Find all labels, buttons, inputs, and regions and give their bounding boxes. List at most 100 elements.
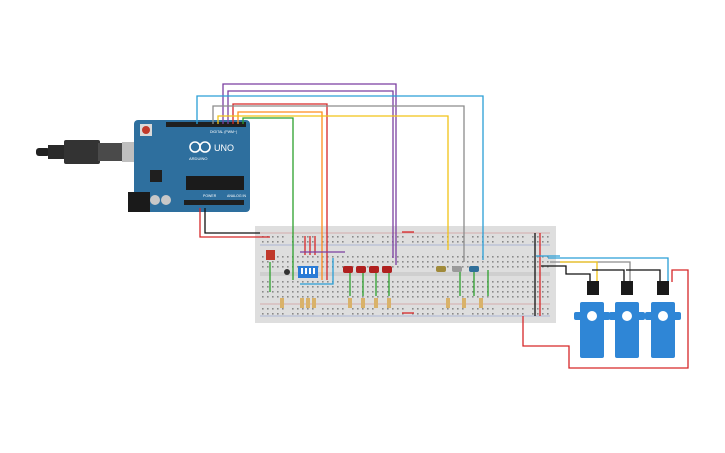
breadboard-hole <box>342 286 344 288</box>
breadboard-hole <box>327 256 329 258</box>
pushbutton-cap[interactable] <box>284 269 290 275</box>
breadboard-hole <box>282 313 284 315</box>
breadboard-hole <box>532 261 534 263</box>
breadboard-hole <box>407 266 409 268</box>
breadboard-hole <box>332 291 334 293</box>
breadboard-hole <box>527 281 529 283</box>
dip-switch-toggle[interactable] <box>301 268 303 274</box>
breadboard-hole <box>472 308 474 310</box>
servo-wire-yellow-1 <box>560 261 598 282</box>
breadboard-hole <box>307 308 309 310</box>
breadboard-hole <box>547 281 549 283</box>
arduino-uno-board[interactable]: UNO ARDUINO DIGITAL (PWM~) POWER ANALOG … <box>128 120 250 212</box>
breadboard-hole <box>387 291 389 293</box>
breadboard-hole <box>342 241 344 243</box>
servo-3 <box>645 281 681 358</box>
breadboard-hole <box>332 296 334 298</box>
breadboard-hole <box>412 286 414 288</box>
breadboard-hole <box>327 291 329 293</box>
led-gray <box>452 266 462 272</box>
breadboard-hole <box>457 313 459 315</box>
breadboard-hole <box>427 241 429 243</box>
breadboard-hole <box>452 241 454 243</box>
breadboard-hole <box>512 281 514 283</box>
breadboard-hole <box>307 286 309 288</box>
breadboard-hole <box>292 286 294 288</box>
breadboard-hole <box>452 256 454 258</box>
breadboard-hole <box>292 281 294 283</box>
dip-switch-toggle[interactable] <box>305 268 307 274</box>
usb-cable-end <box>36 148 50 156</box>
breadboard-hole <box>482 291 484 293</box>
dip-switch[interactable] <box>298 266 318 278</box>
breadboard-hole <box>477 281 479 283</box>
breadboard-hole <box>452 308 454 310</box>
breadboard-hole <box>382 281 384 283</box>
breadboard-hole <box>282 236 284 238</box>
breadboard-hole <box>437 256 439 258</box>
breadboard-hole <box>352 236 354 238</box>
breadboard-hole <box>392 296 394 298</box>
breadboard-hole <box>492 313 494 315</box>
breadboard-hole <box>417 281 419 283</box>
breadboard-hole <box>542 308 544 310</box>
usb-plug-collar <box>98 143 122 161</box>
wire-5v-red <box>199 208 270 238</box>
breadboard-hole <box>517 286 519 288</box>
breadboard-hole <box>322 281 324 283</box>
resistor <box>312 298 316 308</box>
breadboard-hole <box>472 256 474 258</box>
breadboard-hole <box>267 291 269 293</box>
wires <box>196 83 484 285</box>
breadboard-hole <box>507 256 509 258</box>
breadboard-hole <box>487 236 489 238</box>
breadboard-hole <box>507 281 509 283</box>
led-yellow <box>436 266 446 272</box>
breadboard-hole <box>287 296 289 298</box>
breadboard-hole <box>512 256 514 258</box>
breadboard-hole <box>302 281 304 283</box>
breadboard <box>255 226 556 323</box>
breadboard-hole <box>462 236 464 238</box>
breadboard-hole <box>517 313 519 315</box>
breadboard-hole <box>512 236 514 238</box>
breadboard-hole <box>467 266 469 268</box>
breadboard-hole <box>472 241 474 243</box>
breadboard-hole <box>337 296 339 298</box>
breadboard-hole <box>357 296 359 298</box>
breadboard-hole <box>387 256 389 258</box>
dip-switch-toggle[interactable] <box>313 268 315 274</box>
breadboard-hole <box>482 313 484 315</box>
breadboard-hole <box>337 313 339 315</box>
breadboard-hole <box>327 286 329 288</box>
breadboard-hole <box>532 296 534 298</box>
resistor <box>348 298 352 308</box>
breadboard-hole <box>372 256 374 258</box>
breadboard-hole <box>422 281 424 283</box>
breadboard-hole <box>337 236 339 238</box>
breadboard-hole <box>322 308 324 310</box>
breadboard-hole <box>387 236 389 238</box>
resistor <box>280 298 284 308</box>
breadboard-hole <box>537 281 539 283</box>
breadboard-hole <box>532 286 534 288</box>
resistor <box>361 298 365 308</box>
breadboard-hole <box>402 291 404 293</box>
breadboard-hole <box>477 308 479 310</box>
breadboard-hole <box>397 256 399 258</box>
breadboard-hole <box>417 286 419 288</box>
servo-wire-black-1 <box>541 265 591 282</box>
breadboard-hole <box>367 313 369 315</box>
breadboard-hole <box>537 266 539 268</box>
breadboard-hole <box>492 281 494 283</box>
dip-switch-toggle[interactable] <box>309 268 311 274</box>
breadboard-hole <box>352 281 354 283</box>
breadboard-hole <box>332 241 334 243</box>
breadboard-hole <box>327 281 329 283</box>
breadboard-hole <box>542 256 544 258</box>
pushbutton[interactable] <box>266 250 290 275</box>
breadboard-hole <box>502 286 504 288</box>
breadboard-hole <box>362 308 364 310</box>
breadboard-hole <box>317 286 319 288</box>
leds <box>343 266 479 273</box>
